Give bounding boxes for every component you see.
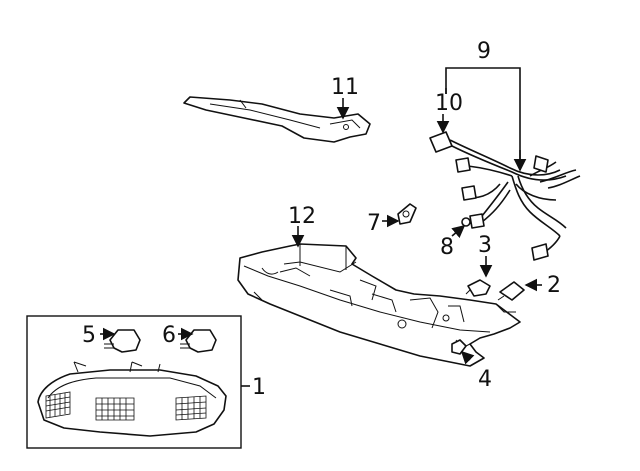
callout-10: 10 — [435, 91, 463, 116]
callout-3: 3 — [478, 233, 492, 258]
callout-9: 9 — [477, 39, 491, 64]
callout-12: 12 — [288, 204, 316, 229]
callout-8: 8 — [440, 235, 454, 260]
bulb-5-part — [104, 329, 141, 353]
callout-6: 6 — [162, 323, 176, 348]
screw-4-part — [451, 339, 467, 355]
headlamp-assembly-part — [37, 361, 227, 437]
clip-part — [397, 203, 417, 225]
callout-11: 11 — [331, 75, 359, 100]
headlamp-inset-frame — [26, 315, 242, 449]
leader-lines — [100, 67, 542, 387]
callout-7: 7 — [367, 211, 381, 236]
wiring-harness-part — [429, 131, 581, 261]
support-panel-part — [237, 243, 521, 367]
callout-1: 1 — [252, 375, 266, 400]
callout-4: 4 — [478, 367, 492, 392]
pin-part — [461, 217, 471, 227]
screw-3-part — [465, 279, 491, 297]
callout-5: 5 — [82, 323, 96, 348]
bracket-part — [183, 96, 371, 143]
callout-2: 2 — [547, 273, 561, 298]
callout-labels: 11 9 10 12 7 8 3 2 4 5 6 1 — [82, 39, 561, 400]
screw-2-part — [497, 281, 525, 301]
